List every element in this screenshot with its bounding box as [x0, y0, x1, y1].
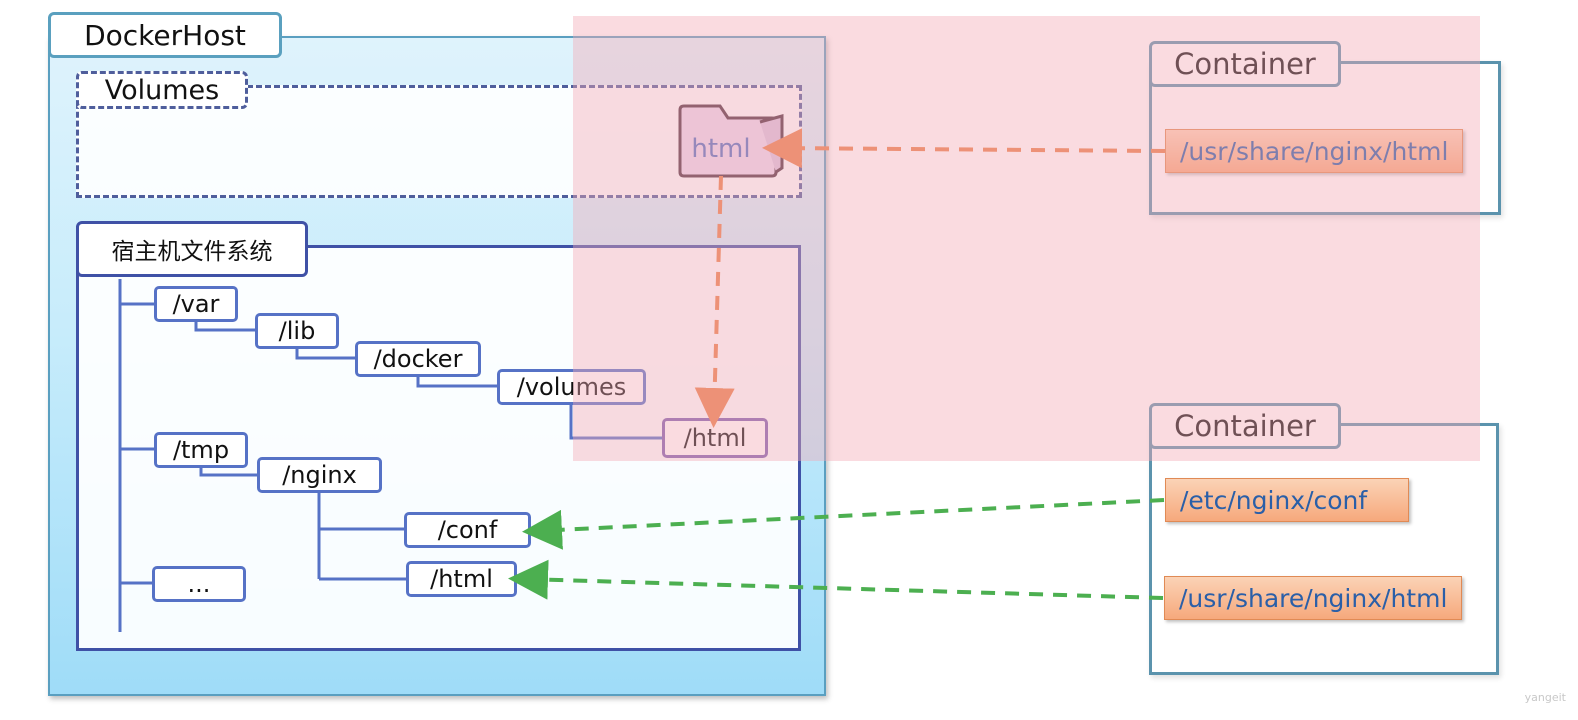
container-label-1: Container	[1149, 41, 1341, 87]
tree-lines	[118, 279, 662, 632]
tree-node-ellipsis: ...	[152, 566, 246, 602]
host-filesystem-label: 宿主机文件系统	[76, 221, 308, 277]
container-1-path-html: /usr/share/nginx/html	[1165, 129, 1463, 173]
container-label-2: Container	[1149, 403, 1341, 449]
tree-node-tmp: /tmp	[154, 432, 248, 468]
tree-node-nginx-html: /html	[406, 561, 517, 597]
tree-node-nginx: /nginx	[257, 457, 382, 493]
highlight-region	[573, 16, 1480, 461]
volumes-label: Volumes	[76, 71, 248, 109]
arrow-html-mount	[508, 559, 1164, 600]
tree-node-docker: /docker	[355, 341, 481, 377]
container-frame-2	[1149, 423, 1499, 675]
volume-folder-label: html	[691, 134, 751, 164]
tree-node-conf: /conf	[404, 512, 531, 548]
tree-node-var: /var	[154, 286, 238, 322]
tree-node-volumes: /volumes	[497, 369, 646, 405]
container-2-path-conf: /etc/nginx/conf	[1165, 478, 1409, 522]
watermark: yangeit	[1524, 691, 1566, 704]
docker-host-title: DockerHost	[48, 12, 282, 58]
tree-node-lib: /lib	[255, 313, 339, 349]
arrow-conf-mount	[522, 498, 1165, 550]
arrow-container1-to-volume	[762, 128, 1166, 169]
container-2-path-html: /usr/share/nginx/html	[1164, 576, 1462, 620]
arrow-volume-to-host-html	[694, 175, 735, 428]
